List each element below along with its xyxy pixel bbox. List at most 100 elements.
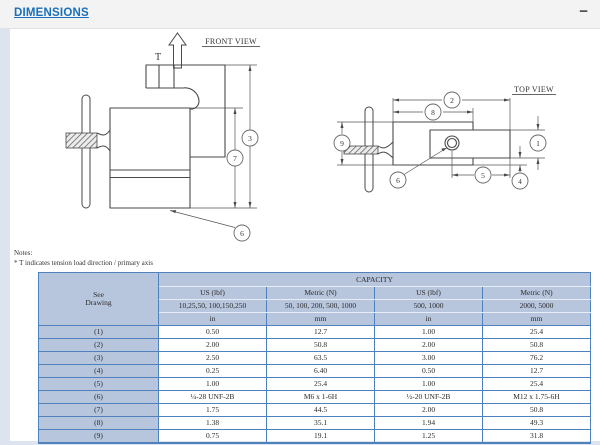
notes: Notes: * T indicates tension load direct… [14,249,153,269]
table-row: (7) 1.75 44.5 2.00 50.8 [38,403,592,417]
table-row: (9) 0.75 19.1 1.25 31.8 [38,429,592,444]
ref-cell: (1) [38,325,159,339]
load-cell-front-outline [109,64,226,209]
value-cell: 50.8 [481,338,592,352]
ref-cell: (7) [38,403,159,417]
value-cell: 49.3 [481,416,592,430]
value-cell: 0.50 [374,364,483,378]
unit-system-header: US (lbf) [374,286,483,300]
svg-text:6: 6 [240,229,244,238]
capacity-values-row: 10,25,50, 100,150,250 50, 100, 200, 500,… [39,299,592,313]
callout-4: 4 [511,172,529,190]
ref-cell: (6) [38,390,159,404]
top-view-arrowheads [340,98,540,177]
unit-label: mm [481,312,592,326]
capacity-values: 50, 100, 200, 500, 1000 [266,299,375,313]
value-cell: 12.7 [481,364,592,378]
value-cell: 25.4 [266,377,375,391]
callout-1: 1 [529,134,547,152]
tension-label: T [155,52,161,63]
value-cell: 31.8 [481,429,592,444]
capacity-header: CAPACITY [157,272,592,287]
table-row: (3) 2.50 63.5 3.00 76.2 [38,351,592,365]
value-cell: 44.5 [266,403,375,417]
load-cell-top-outline [392,121,511,166]
svg-text:1: 1 [536,139,540,148]
capacity-header-row: See Drawing CAPACITY [38,272,592,326]
value-cell: 2.00 [158,338,267,352]
value-cell: ¼-28 UNF-2B [158,390,267,404]
value-cell: 0.25 [158,364,267,378]
front-view-dimensions [169,64,257,228]
callout-2: 2 [443,91,461,109]
table-row: (4) 0.25 6.40 0.50 12.7 [38,364,592,378]
ref-cell: (8) [38,416,159,430]
ref-cell: (4) [38,364,159,378]
notes-heading: Notes: [14,249,33,257]
top-view-label: TOP VIEW [514,85,554,94]
ref-cell: (9) [38,429,159,444]
value-cell: 63.5 [266,351,375,365]
front-view-label: FRONT VIEW [205,37,257,46]
value-cell: ½-20 UNF-2B [374,390,483,404]
unit-label: mm [266,312,375,326]
svg-text:2: 2 [450,96,454,105]
value-cell: 0.75 [158,429,267,444]
ref-cell: (3) [38,351,159,365]
value-cell: 2.00 [374,338,483,352]
front-view-arrowheads [170,65,252,214]
value-cell: 1.00 [374,377,483,391]
cable-top [343,106,394,193]
value-cell: M6 x 1-6H [266,390,375,404]
svg-text:5: 5 [481,171,485,180]
collapse-icon[interactable]: − [579,3,588,20]
callout-7: 7 [226,149,244,167]
dimensions-table: See Drawing CAPACITY US (lbf) Metric (N)… [38,272,592,444]
see-drawing-header: See Drawing [38,272,159,326]
value-cell: 1.75 [158,403,267,417]
unit-system-header: Metric (N) [266,286,375,300]
notes-line: * T indicates tension load direction / p… [14,258,153,267]
unit-system-header: Metric (N) [481,286,592,300]
top-view-drawing: TOP VIEW [330,70,600,253]
table-row: (5) 1.00 25.4 1.00 25.4 [38,377,592,391]
unit-label: in [158,312,267,326]
front-view-drawing: T FRONT VIEW 3 [60,30,330,257]
callout-5: 5 [474,166,492,184]
cable-front [65,94,111,209]
value-cell: 1.25 [374,429,483,444]
value-cell: 3.00 [374,351,483,365]
svg-text:3: 3 [248,134,252,143]
unit-system-header: US (lbf) [158,286,267,300]
value-cell: M12 x 1.75-6H [481,390,592,404]
svg-text:7: 7 [233,154,237,163]
value-cell: 12.7 [266,325,375,339]
svg-text:9: 9 [340,139,344,148]
value-cell: 6.40 [266,364,375,378]
value-cell: 0.50 [158,325,267,339]
ref-cell: (5) [38,377,159,391]
tension-arrow-icon [168,32,187,69]
svg-text:6: 6 [396,176,400,185]
callout-8: 8 [424,103,442,121]
table-row: (2) 2.00 50.8 2.00 50.8 [38,338,592,352]
page-left-margin [0,28,10,445]
callout-6-top: 6 [389,171,407,189]
value-cell: 1.00 [374,325,483,339]
svg-text:4: 4 [518,177,522,186]
value-cell: 1.94 [374,416,483,430]
table-row: (6) ¼-28 UNF-2B M6 x 1-6H ½-20 UNF-2B M1… [38,390,592,404]
dimensions-section-header[interactable]: DIMENSIONS − [0,0,600,29]
unit-system-row: US (lbf) Metric (N) US (lbf) Metric (N) [39,286,592,300]
value-cell: 2.00 [374,403,483,417]
value-cell: 35.1 [266,416,375,430]
callout-9: 9 [333,134,351,152]
unit-label: in [374,312,483,326]
value-cell: 50.8 [266,338,375,352]
capacity-values: 500, 1000 [374,299,483,313]
value-cell: 1.00 [158,377,267,391]
svg-text:8: 8 [431,108,435,117]
page-title: DIMENSIONS [14,7,89,19]
value-cell: 25.4 [481,325,592,339]
table-row: (1) 0.50 12.7 1.00 25.4 [38,325,592,339]
